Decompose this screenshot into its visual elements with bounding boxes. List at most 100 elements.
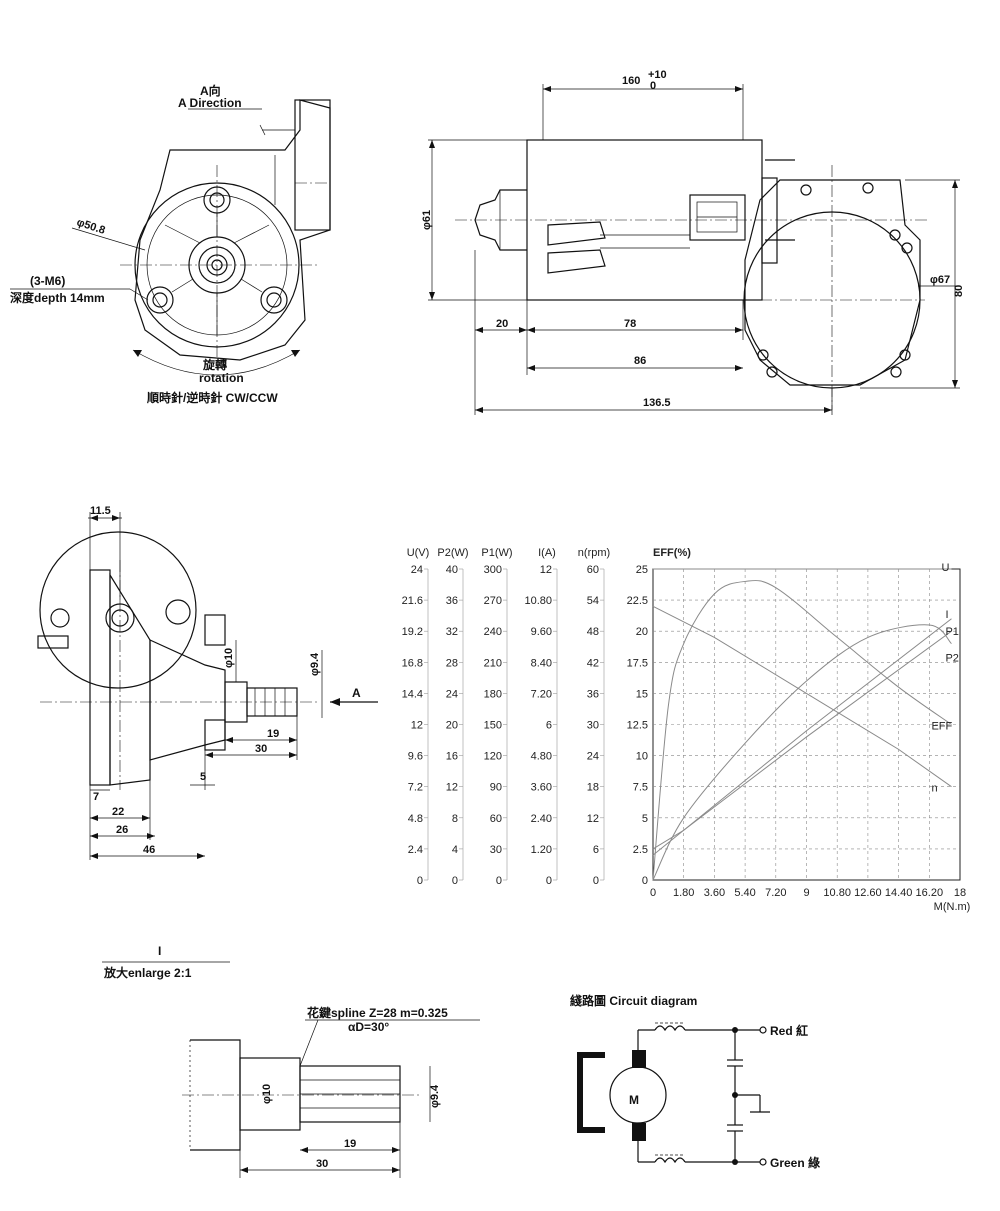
- eff-tick-label: 2.5: [633, 844, 648, 856]
- a-direction-cn: A向: [200, 83, 221, 98]
- x-tick-label: 12.60: [854, 887, 882, 899]
- axis-tick-label: 12: [587, 813, 599, 825]
- eff-tick-label: 0: [642, 875, 648, 887]
- dim-160: 160: [622, 75, 640, 87]
- dim-a-arrow: A: [352, 686, 361, 700]
- dim-phi67: φ67: [930, 274, 950, 286]
- rotation-dir: 順時針/逆時針 CW/CCW: [146, 390, 278, 405]
- axis-tick-label: 120: [484, 751, 502, 763]
- x-tick-label: 0: [650, 887, 656, 899]
- x-tick-label: 10.80: [823, 887, 851, 899]
- axis-tick-label: 30: [587, 720, 599, 732]
- eff-tick-label: 25: [636, 564, 648, 576]
- dim-160-tol-low: 0: [650, 80, 656, 92]
- axis-tick-label: 8: [452, 813, 458, 825]
- x-tick-label: 9: [803, 887, 809, 899]
- axis-tick-label: 4: [452, 844, 458, 856]
- circuit-diagram: 綫路圖 Circuit diagram M Red 紅: [570, 993, 821, 1170]
- axis-tick-label: 36: [587, 688, 599, 700]
- eff-tick-label: 17.5: [627, 657, 648, 669]
- axis-tick-label: 24: [446, 688, 458, 700]
- axis-tick-label: 12: [411, 720, 423, 732]
- circuit-title: 綫路圖 Circuit diagram: [570, 993, 697, 1008]
- axis-tick-label: 19.2: [402, 626, 423, 638]
- axis-tick-label: 40: [446, 564, 458, 576]
- eff-tick-label: 7.5: [633, 782, 648, 794]
- eff-tick-label: 15: [636, 688, 648, 700]
- eff-tick-label: 12.5: [627, 720, 648, 732]
- detail-dim-30: 30: [316, 1158, 328, 1170]
- eff-tick-label: 20: [636, 626, 648, 638]
- axis-tick-label: 2.40: [531, 813, 552, 825]
- x-tick-label: 1.80: [673, 887, 694, 899]
- dim-5: 5: [200, 771, 206, 783]
- x-tick-label: 7.20: [765, 887, 786, 899]
- axis-tick-label: 28: [446, 657, 458, 669]
- series-label-i: I: [945, 609, 948, 621]
- dim-160-tol-up: +10: [648, 69, 667, 81]
- depth-label: 深度depth 14mm: [10, 290, 105, 305]
- series-line-eff: [652, 579, 952, 881]
- series-line-p1: [652, 630, 952, 850]
- axis-tick-label: 16: [446, 751, 458, 763]
- axis-tick-label: 6: [593, 844, 599, 856]
- axis-tick-label: 48: [587, 626, 599, 638]
- axis-tick-label: 0: [593, 875, 599, 887]
- axis-tick-label: 4.80: [531, 751, 552, 763]
- eff-axis-label: EFF(%): [653, 547, 691, 559]
- dim-19: 19: [267, 728, 279, 740]
- axis-label: n(rpm): [578, 547, 610, 559]
- eff-tick-label: 10: [636, 751, 648, 763]
- dim-136-5: 136.5: [643, 397, 671, 409]
- series-label-eff: EFF: [931, 721, 952, 733]
- series-label-u: U: [941, 562, 949, 574]
- axis-tick-label: 54: [587, 595, 599, 607]
- side-view: 160 +10 0: [421, 69, 965, 415]
- axis-tick-label: 4.8: [408, 813, 423, 825]
- detail-phi9-4: φ9.4: [429, 1084, 441, 1108]
- axis-tick-label: 10.80: [524, 595, 552, 607]
- rotation-cn: 旋轉: [202, 357, 227, 372]
- dim-86: 86: [634, 355, 646, 367]
- x-tick-label: 16.20: [916, 887, 944, 899]
- axis-tick-label: 21.6: [402, 595, 423, 607]
- dim-26: 26: [116, 824, 128, 836]
- axis-tick-label: 150: [484, 720, 502, 732]
- a-direction-en: A Direction: [178, 96, 242, 110]
- axis-tick-label: 2.4: [408, 844, 423, 856]
- x-tick-label: 3.60: [704, 887, 725, 899]
- axis-label: I(A): [538, 547, 556, 559]
- dim-20: 20: [496, 318, 508, 330]
- m6-label: (3-M6): [30, 274, 65, 288]
- axis-tick-label: 180: [484, 688, 502, 700]
- series-label-n: n: [931, 783, 937, 795]
- axis-tick-label: 30: [490, 844, 502, 856]
- series-label-p1: P1: [945, 626, 958, 638]
- detail-dim-19: 19: [344, 1138, 356, 1150]
- axis-tick-label: 42: [587, 657, 599, 669]
- enlarge-label: 放大enlarge 2:1: [103, 965, 192, 980]
- eff-tick-label: 5: [642, 813, 648, 825]
- x-tick-label: 14.40: [885, 887, 913, 899]
- axis-tick-label: 0: [417, 875, 423, 887]
- a-direction-view: A向 A Direction φ50.8: [10, 83, 331, 405]
- axis-label: P2(W): [437, 547, 468, 559]
- axis-tick-label: 9.6: [408, 751, 423, 763]
- axis-tick-label: 18: [587, 782, 599, 794]
- x-tick-label: 5.40: [734, 887, 755, 899]
- eff-tick-label: 22.5: [627, 595, 648, 607]
- axis-tick-label: 240: [484, 626, 502, 638]
- axis-label: U(V): [407, 547, 430, 559]
- axis-label: P1(W): [481, 547, 512, 559]
- axis-tick-label: 300: [484, 564, 502, 576]
- axis-tick-label: 270: [484, 595, 502, 607]
- motor-icon: [609, 1066, 667, 1124]
- axis-tick-label: 24: [587, 751, 599, 763]
- axis-tick-label: 7.20: [531, 688, 552, 700]
- series-line-p2: [652, 624, 952, 881]
- alpha-label: αD=30°: [348, 1020, 389, 1034]
- dim-80: 80: [953, 285, 965, 297]
- shaft-end-view: 11.5 φ10 φ9.4 A: [37, 505, 378, 860]
